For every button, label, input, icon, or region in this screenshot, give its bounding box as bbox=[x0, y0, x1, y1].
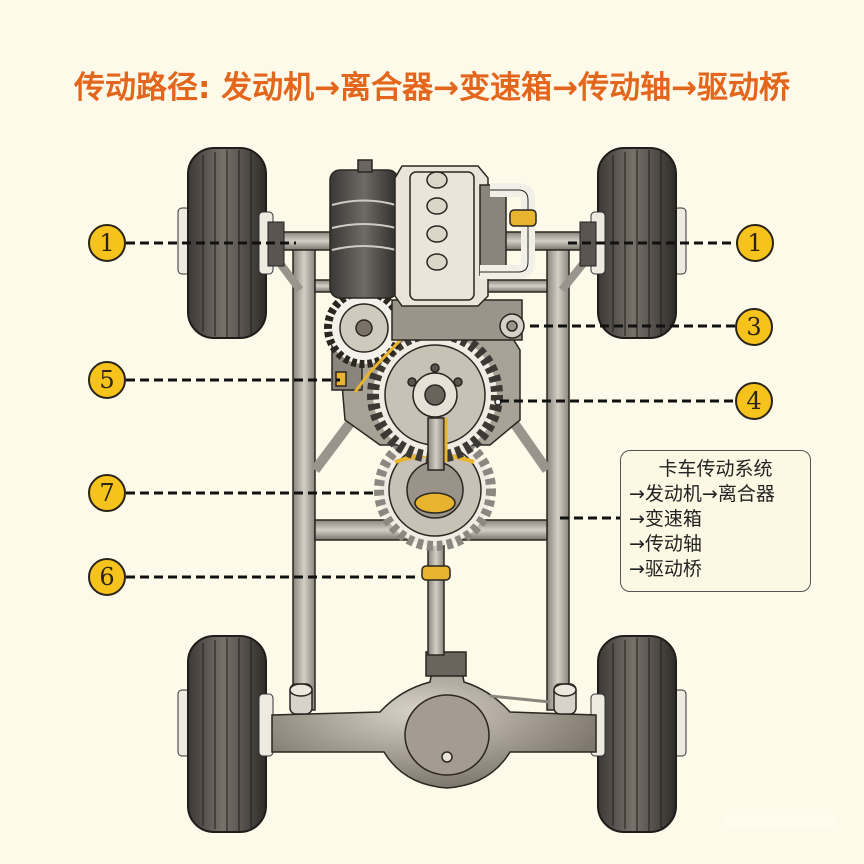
output-gear bbox=[374, 419, 496, 551]
engine bbox=[329, 159, 537, 341]
rear-axle-differential bbox=[271, 651, 597, 789]
callout-5: 5 bbox=[88, 361, 126, 399]
leader-lines bbox=[126, 241, 737, 579]
clutch-alternator bbox=[324, 288, 412, 393]
legend-line-driveshaft: →传动轴 bbox=[629, 533, 702, 555]
front-right-wheel bbox=[579, 147, 687, 339]
callout-3: 3 bbox=[735, 308, 773, 346]
page-title: 传动路径: 发动机→离合器→变速箱→传动轴→驱动桥 bbox=[73, 70, 791, 106]
callout-6: 6 bbox=[88, 558, 126, 596]
callout-7: 7 bbox=[88, 474, 126, 512]
rear-right-wheel bbox=[590, 635, 687, 833]
callout-1-right: 1 bbox=[736, 224, 774, 262]
legend-title: 卡车传动系统 bbox=[658, 458, 773, 480]
legend-box: 卡车传动系统 →发动机→离合器 →变速箱 →传动轴 →驱动桥 bbox=[620, 450, 811, 592]
legend-line-engine-clutch: →发动机→离合器 bbox=[629, 483, 775, 505]
watermark-area bbox=[725, 815, 835, 827]
legend-line-gearbox: →变速箱 bbox=[629, 508, 702, 530]
callout-1-left: 1 bbox=[88, 224, 126, 262]
callout-4: 4 bbox=[735, 382, 773, 420]
legend-line-drive-axle: →驱动桥 bbox=[629, 558, 702, 580]
rear-left-wheel bbox=[177, 635, 274, 833]
